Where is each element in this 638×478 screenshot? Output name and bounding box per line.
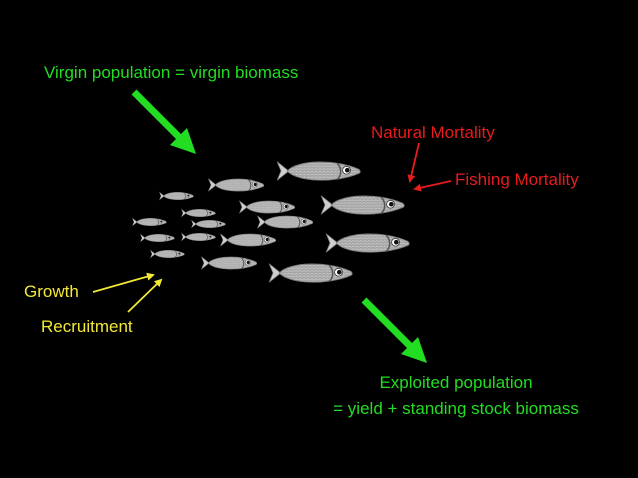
arrow-icon — [407, 142, 420, 183]
fish-icon — [132, 217, 167, 227]
fish-icon — [200, 256, 258, 270]
fish-icon — [159, 191, 194, 201]
exploited-population-label: Exploited population — [379, 373, 533, 392]
fish-icon — [320, 194, 405, 216]
fish-icon — [140, 233, 175, 243]
natural-mortality-label: Natural Mortality — [371, 123, 495, 142]
fish-icon — [191, 219, 226, 229]
arrow-icon — [413, 180, 452, 192]
fish-icon — [238, 200, 296, 214]
exploited-population-formula: = yield + standing stock biomass — [333, 399, 579, 418]
arrow-icon — [92, 272, 155, 293]
arrow-icon — [131, 89, 196, 154]
fish-icon — [207, 178, 265, 192]
fish-icon — [268, 262, 353, 284]
arrow-icon — [127, 278, 163, 313]
fish-icon — [219, 233, 277, 247]
fish-icon — [325, 232, 410, 254]
growth-label: Growth — [24, 282, 79, 301]
fish-icon — [276, 160, 361, 182]
fish-icon — [181, 208, 216, 218]
fishing-mortality-label: Fishing Mortality — [455, 170, 579, 189]
fish-icon — [150, 249, 185, 259]
fish-icon — [256, 215, 314, 229]
fish-icon — [181, 232, 216, 242]
arrow-icon — [361, 297, 427, 363]
recruitment-label: Recruitment — [41, 317, 133, 336]
virgin-population-label: Virgin population = virgin biomass — [44, 63, 299, 82]
